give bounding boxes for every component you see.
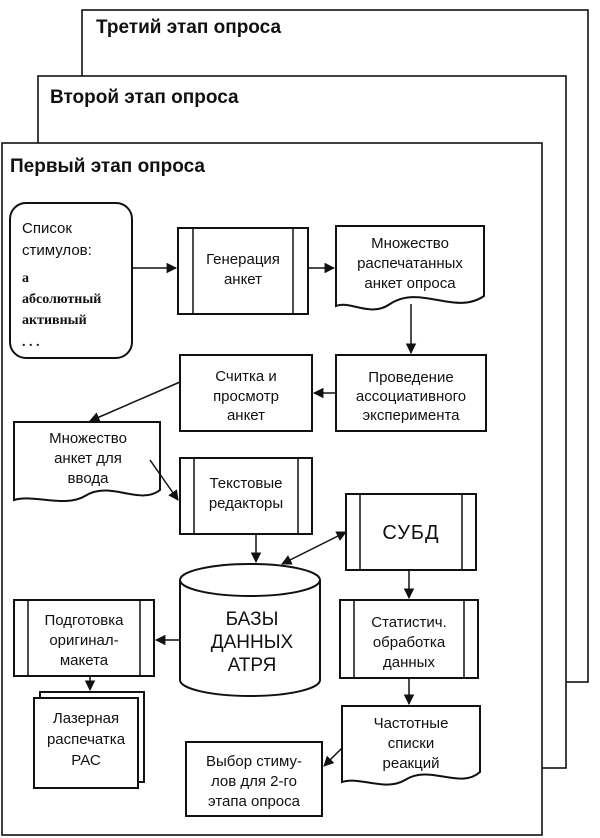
node-label: обработка bbox=[373, 634, 446, 651]
arrow-frequency-to-selection bbox=[323, 747, 343, 767]
node-label: АТРЯ bbox=[228, 655, 277, 676]
node-label: Лазерная bbox=[53, 710, 119, 727]
node-label: Считка и bbox=[215, 368, 277, 385]
stimuli-title-line-2: стимулов: bbox=[22, 242, 92, 259]
node-label: реакций bbox=[383, 755, 440, 772]
node-label: анкет bbox=[227, 407, 265, 424]
node-label: Подготовка bbox=[45, 612, 125, 629]
stimuli-list-box: Список стимулов: а абсолютный активный .… bbox=[9, 202, 133, 359]
laser-printout-box: Лазерная распечатка РАС bbox=[33, 691, 145, 789]
node-label: Текстовые bbox=[209, 475, 282, 492]
stimulus-item: а bbox=[22, 271, 29, 286]
experiment-box: Проведение ассоциативного эксперимента bbox=[335, 354, 487, 432]
node-label: Частотные bbox=[374, 715, 449, 732]
stimulus-item: абсолютный bbox=[22, 292, 101, 307]
node-label: списки bbox=[388, 735, 434, 752]
node-label: Выбор стиму- bbox=[206, 753, 302, 770]
node-label: СУБД bbox=[382, 522, 439, 544]
stimuli-title-line-1: Список bbox=[22, 220, 72, 237]
printed-set-document: Множество распечатанных анкет опроса bbox=[335, 225, 485, 311]
node-label: распечатанных bbox=[357, 255, 463, 272]
statistics-box: Статистич. обработка данных bbox=[339, 599, 479, 679]
node-label: анкет опроса bbox=[364, 275, 456, 292]
database-cylinder: БАЗЫ ДАННЫХ АТРЯ bbox=[179, 563, 321, 697]
generation-process-box: Генерация анкет bbox=[177, 227, 309, 315]
stage-title-third: Третий этап опроса bbox=[96, 17, 281, 38]
input-set-document: Множество анкет для ввода bbox=[13, 421, 161, 503]
stimulus-item: активный bbox=[22, 313, 87, 328]
reading-box: Считка и просмотр анкет bbox=[179, 354, 313, 432]
node-label: лов для 2-го bbox=[211, 773, 297, 790]
node-label: распечатка bbox=[47, 731, 126, 748]
node-label: редакторы bbox=[209, 495, 283, 512]
arrow-input-set-to-editors bbox=[149, 459, 179, 501]
arrow-reading-to-input-set bbox=[89, 381, 181, 423]
node-label: данных bbox=[383, 654, 435, 671]
node-label: Множество bbox=[49, 430, 127, 447]
node-label: Множество bbox=[371, 235, 449, 252]
node-label: БАЗЫ bbox=[226, 609, 279, 630]
node-label: РАС bbox=[71, 752, 101, 769]
node-label: ДАННЫХ bbox=[211, 632, 294, 653]
node-label: Проведение bbox=[368, 369, 453, 386]
flow-arrows bbox=[84, 262, 417, 767]
node-label: оригинал- bbox=[49, 632, 118, 649]
text-editors-box: Текстовые редакторы bbox=[179, 457, 313, 535]
node-label: макета bbox=[60, 652, 109, 669]
stage-title-second: Второй этап опроса bbox=[50, 87, 239, 108]
dbms-box: СУБД bbox=[345, 493, 477, 571]
arrow-dbms-database-bidirectional bbox=[281, 531, 347, 565]
node-label: анкет bbox=[224, 271, 262, 288]
node-label: эксперимента bbox=[362, 407, 460, 424]
selection-box: Выбор стиму- лов для 2-го этапа опроса bbox=[185, 741, 323, 817]
stage-title-first: Первый этап опроса bbox=[10, 156, 205, 177]
preparation-box: Подготовка оригинал- макета bbox=[13, 599, 155, 677]
node-label: просмотр bbox=[213, 388, 279, 405]
node-label: Статистич. bbox=[371, 614, 447, 631]
frequency-lists-document: Частотные списки реакций bbox=[341, 705, 481, 786]
node-label: Генерация bbox=[206, 251, 280, 268]
node-label: анкет для bbox=[54, 450, 122, 467]
node-label: этапа опроса bbox=[208, 793, 301, 810]
node-label: ввода bbox=[68, 470, 110, 487]
node-label: ассоциативного bbox=[356, 388, 466, 405]
stimuli-ellipsis: . . . bbox=[22, 335, 40, 350]
